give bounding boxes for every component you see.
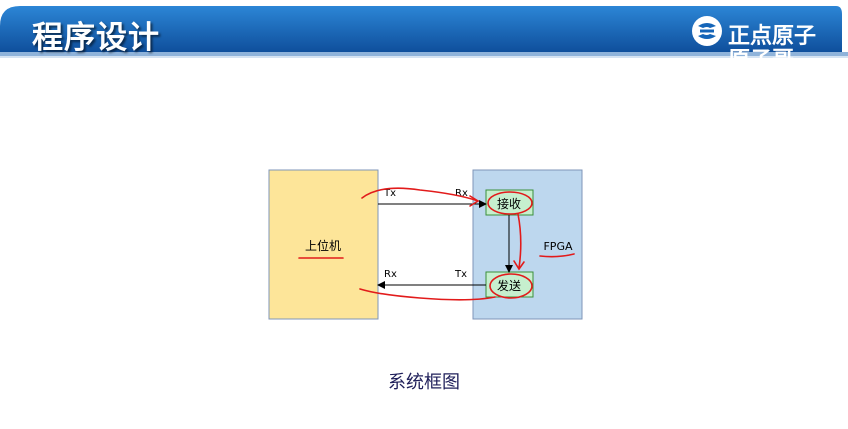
receive-module-label: 接收	[497, 196, 521, 211]
annotation-flow-in	[361, 187, 479, 202]
annotation-circle-receive	[487, 191, 533, 215]
host-box	[268, 169, 379, 320]
banner-shape	[0, 6, 848, 58]
tx-top-label: Tx	[383, 188, 396, 199]
rx-bottom-label: Rx	[384, 269, 397, 280]
annotation-flow-out	[359, 288, 496, 301]
send-module-label: 发送	[497, 278, 521, 293]
page-title: 程序设计	[32, 20, 160, 56]
host-label: 上位机	[305, 238, 341, 253]
logo-icon	[692, 16, 722, 46]
rx-top-label: Rx	[455, 188, 468, 199]
logo-text: 正点原子	[728, 24, 817, 49]
diagram-caption: 系统框图	[388, 372, 460, 393]
logo-subtext: 原子哥	[728, 48, 795, 73]
header-banner: 程序设计 正点原子 原子哥	[0, 0, 848, 73]
annotation-arrowhead-in	[469, 195, 480, 207]
annotation-flow-down	[517, 213, 522, 269]
fpga-label: FPGA	[543, 240, 572, 253]
annotation-circle-send	[489, 273, 533, 299]
tx-bottom-label: Tx	[454, 269, 467, 280]
brand-logo: 正点原子 原子哥	[690, 14, 840, 73]
annotation-arrowhead-down	[513, 260, 525, 271]
annotation-underline-fpga	[539, 253, 575, 258]
red-annotations	[298, 187, 575, 301]
